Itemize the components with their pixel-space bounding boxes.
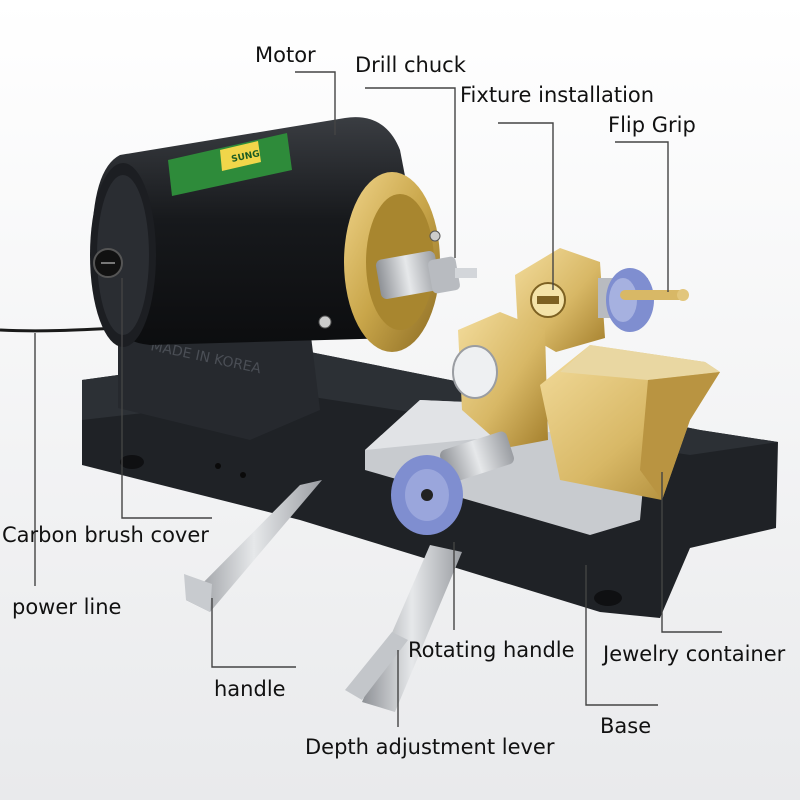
label-power-line: power line — [12, 595, 122, 619]
leader-carbon-brush — [121, 278, 212, 519]
leader-drill-chuck — [365, 87, 456, 258]
label-depth-adjustment-lever: Depth adjustment lever — [305, 735, 555, 759]
motor-body: SUNG — [90, 117, 426, 347]
leader-base — [585, 565, 658, 706]
label-fixture-installation: Fixture installation — [460, 83, 655, 107]
front-fixture — [452, 312, 548, 448]
drill-chuck — [375, 251, 477, 299]
jewelry-tray — [540, 345, 720, 500]
rotating-handle-knob — [391, 431, 514, 535]
label-drill-chuck: Drill chuck — [355, 53, 466, 77]
leader-jewelry-container — [661, 472, 722, 633]
label-base: Base — [600, 714, 652, 738]
leader-motor — [295, 71, 336, 135]
flip-grip — [606, 268, 689, 332]
front-handle-bar — [184, 480, 322, 612]
motor-stand: MADE IN KOREA — [118, 320, 320, 440]
label-flip-grip: Flip Grip — [608, 113, 696, 137]
leader-fixture — [498, 122, 554, 290]
leader-flip-grip — [615, 141, 669, 292]
label-jewelry-container: Jewelry container — [603, 642, 786, 666]
label-motor: Motor — [255, 43, 316, 67]
label-handle: handle — [214, 677, 286, 701]
leader-handle — [211, 598, 296, 668]
depth-lever-bar — [345, 545, 462, 712]
label-carbon-brush-cover: Carbon brush cover — [2, 523, 209, 547]
label-rotating-handle: Rotating handle — [408, 638, 575, 662]
leader-lines — [34, 71, 722, 727]
